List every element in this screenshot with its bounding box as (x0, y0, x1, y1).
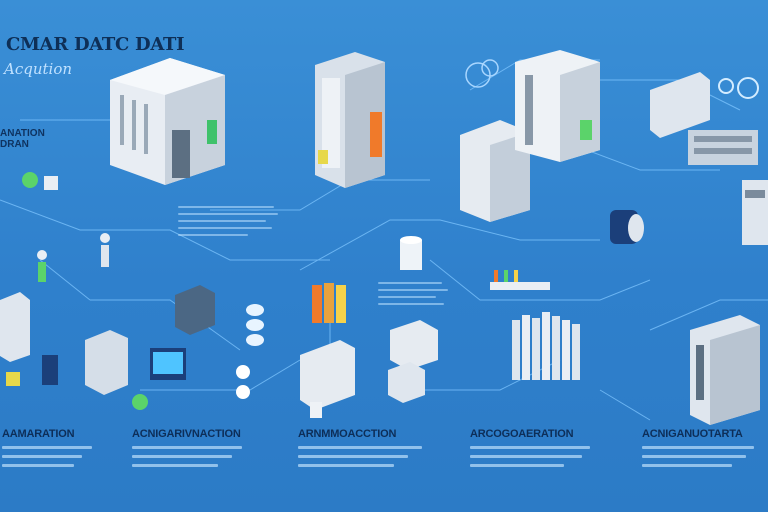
section-note-5 (642, 446, 762, 473)
text-placeholder-mid (378, 282, 448, 310)
rack-cluster-icon (490, 270, 580, 380)
section-note-1 (2, 446, 102, 473)
machine-icon (460, 50, 600, 222)
page-subtitle: Acqution (4, 60, 73, 78)
section-label-4: ARCOGOAERATION (470, 428, 574, 440)
text-placeholder-center (178, 206, 278, 241)
cylinder-icon (400, 210, 644, 270)
server-rack-icon (110, 58, 225, 185)
section-note-3 (298, 446, 428, 473)
page-title: CMAR DATC DATI (6, 34, 185, 55)
section-label-1: AAMARATION (2, 428, 75, 440)
section-label-5: ACNIGANUOTARTA (642, 428, 743, 440)
binder-stack-icon (312, 283, 346, 323)
cabinet-icon (315, 52, 385, 188)
cabinet-icon-lower (300, 320, 438, 418)
section-note-2 (132, 446, 252, 473)
robot-arm-icon (690, 180, 768, 425)
monitor-icon (650, 72, 759, 165)
section-label-2: ACNIGARIVNACTION (132, 428, 241, 440)
person-icon (22, 172, 110, 282)
section-note-4 (470, 446, 600, 473)
section-label-3: ARNMMOACCTION (298, 428, 397, 440)
machine-icon-lower-left (0, 285, 215, 410)
side-label: ANATION DRAN (0, 128, 45, 150)
sensor-icon (236, 304, 264, 399)
